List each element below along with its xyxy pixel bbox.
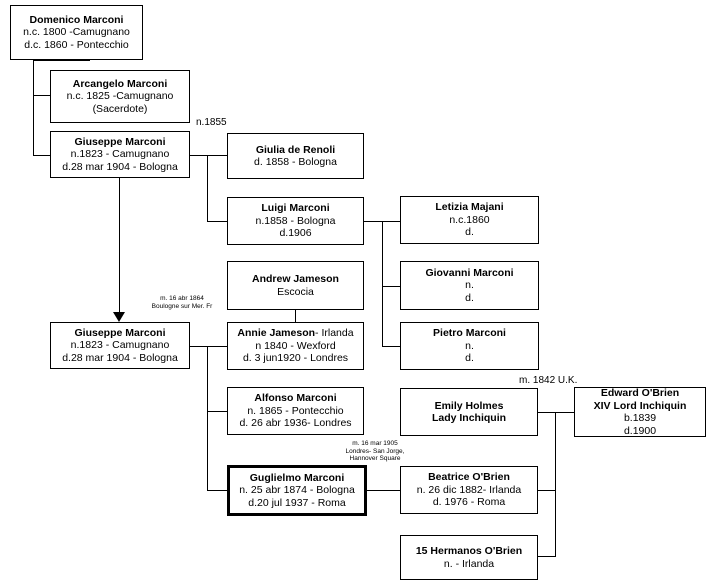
person-name: Edward O'Brien <box>600 387 680 399</box>
connector <box>538 412 574 413</box>
marriage-place: Londres- San Jorge, <box>345 447 405 455</box>
person-name: Giuseppe Marconi <box>74 326 166 339</box>
person-name-line: Annie Jameson- Irlanda <box>237 327 353 340</box>
person-name: 15 Hermanos O'Brien <box>415 545 523 557</box>
person-death: d.28 mar 1904 - Bologna <box>62 160 178 173</box>
connector <box>367 490 400 491</box>
marriage-note: m. 1842 U.K. <box>519 375 578 386</box>
person-name: Guglielmo Marconi <box>249 471 345 484</box>
person-box-giovanni: Giovanni Marconi n. d. <box>400 261 539 310</box>
person-box-andrew: Andrew Jameson Escocia <box>227 261 364 310</box>
person-birth: n. 25 abr 1874 - Bologna <box>239 484 355 497</box>
connector <box>382 286 400 287</box>
arrow-down-icon <box>113 312 125 322</box>
person-death: d.28 mar 1904 - Bologna <box>62 351 178 364</box>
person-box-domenico: Domenico Marconi n.c. 1800 -Camugnano d.… <box>10 5 143 60</box>
connector <box>33 60 90 61</box>
connector <box>207 490 227 491</box>
marriage-place: Boulogne sur Mer. Fr <box>151 302 213 310</box>
person-name: Alfonso Marconi <box>254 392 337 405</box>
person-name: Emily Holmes <box>434 399 504 412</box>
person-death: d. 3 jun1920 - Londres <box>242 352 349 365</box>
person-box-emily: Emily Holmes Lady Inchiquin <box>400 388 538 436</box>
connector <box>207 346 208 490</box>
person-box-guglielmo: Guglielmo Marconi n. 25 abr 1874 - Bolog… <box>227 465 367 516</box>
person-death: d. <box>465 226 474 239</box>
person-name: Luigi Marconi <box>261 202 330 215</box>
person-death: d. 1976 - Roma <box>432 496 506 509</box>
marriage-place-detail: Hannover Square <box>349 455 401 462</box>
person-name: Pietro Marconi <box>433 327 506 340</box>
person-name: Andrew Jameson <box>252 273 339 285</box>
person-box-giulia: Giulia de Renoli d. 1858 - Bologna <box>227 133 364 179</box>
connector <box>119 177 120 312</box>
connector <box>190 346 227 347</box>
marriage-note: m. 16 abr 1864 Boulogne sur Mer. Fr <box>139 295 225 310</box>
person-death: d. 1858 - Bologna <box>254 156 337 168</box>
person-death: d.1906 <box>279 227 312 240</box>
marriage-note: n.1855 <box>196 117 227 128</box>
person-birth: n.c.1860 <box>449 213 490 226</box>
connector <box>207 221 227 222</box>
person-death: d. 26 abr 1936- Londres <box>239 417 352 430</box>
person-origin: Escocia <box>277 285 314 298</box>
connector <box>555 412 556 556</box>
marriage-date: m. 16 mar 1905 <box>352 440 398 447</box>
person-origin: - Irlanda <box>315 327 354 340</box>
person-birth: n.1858 - Bologna <box>255 214 336 227</box>
connector <box>382 346 400 347</box>
person-name: Giuseppe Marconi <box>74 135 166 148</box>
person-box-giuseppe-2: Giuseppe Marconi n.1823 - Camugnano d.28… <box>50 322 190 369</box>
person-death: d.20 jul 1937 - Roma <box>248 496 346 509</box>
person-box-arcangelo: Arcangelo Marconi n.c. 1825 -Camugnano (… <box>50 70 190 123</box>
person-birth: n. <box>465 339 474 352</box>
connector <box>207 411 227 412</box>
person-note: (Sacerdote) <box>92 102 148 115</box>
person-box-giuseppe: Giuseppe Marconi n.1823 - Camugnano d.28… <box>50 131 190 178</box>
person-death: d.c. 1860 - Pontecchio <box>24 38 129 51</box>
person-box-beatrice: Beatrice O'Brien n. 26 dic 1882- Irlanda… <box>400 466 538 514</box>
connector <box>538 556 556 557</box>
marriage-date: m. 16 abr 1864 <box>160 295 204 302</box>
person-birth: n.1823 - Camugnano <box>70 339 170 352</box>
person-birth: n. 1865 - Pontecchio <box>247 404 344 417</box>
connector <box>538 490 556 491</box>
person-birth: n 1840 - Wexford <box>255 339 336 352</box>
connector <box>190 155 227 156</box>
person-birth: b.1839 <box>623 412 657 424</box>
connector <box>33 155 50 156</box>
person-title: XIV Lord Inchiquin <box>593 399 687 412</box>
connector <box>295 310 296 322</box>
connector <box>382 221 383 346</box>
person-name: Arcangelo Marconi <box>72 77 168 90</box>
marriage-note: m. 16 mar 1905 Londres- San Jorge, Hanno… <box>335 440 415 463</box>
person-death: d.1900 <box>623 424 657 437</box>
person-name: Beatrice O'Brien <box>428 471 510 484</box>
person-birth: n.c. 1825 -Camugnano <box>66 90 174 103</box>
person-name: Domenico Marconi <box>29 13 124 26</box>
person-box-alfonso: Alfonso Marconi n. 1865 - Pontecchio d. … <box>227 387 364 435</box>
person-death: d. <box>465 352 474 365</box>
person-origin: n. - Irlanda <box>443 557 495 570</box>
person-name: Letizia Majani <box>435 201 504 214</box>
connector <box>207 155 208 221</box>
connector <box>33 95 50 96</box>
person-box-annie: Annie Jameson- Irlanda n 1840 - Wexford … <box>227 322 364 370</box>
person-title: Lady Inchiquin <box>431 412 507 424</box>
person-birth: n.1823 - Camugnano <box>70 148 170 161</box>
person-birth: n. 26 dic 1882- Irlanda <box>416 483 522 496</box>
person-birth: n. <box>465 279 474 292</box>
person-name: Giulia de Renoli <box>255 143 336 156</box>
person-name: Annie Jameson <box>237 327 316 340</box>
person-birth: n.c. 1800 -Camugnano <box>23 26 130 39</box>
person-box-pietro: Pietro Marconi n. d. <box>400 322 539 370</box>
person-name: Giovanni Marconi <box>425 266 514 279</box>
person-death: d. <box>465 291 474 304</box>
connector <box>33 60 34 155</box>
person-box-letizia: Letizia Majani n.c.1860 d. <box>400 196 539 244</box>
person-box-hermanos: 15 Hermanos O'Brien n. - Irlanda <box>400 535 538 580</box>
person-box-edward: Edward O'Brien XIV Lord Inchiquin b.1839… <box>574 387 706 437</box>
person-box-luigi: Luigi Marconi n.1858 - Bologna d.1906 <box>227 197 364 245</box>
